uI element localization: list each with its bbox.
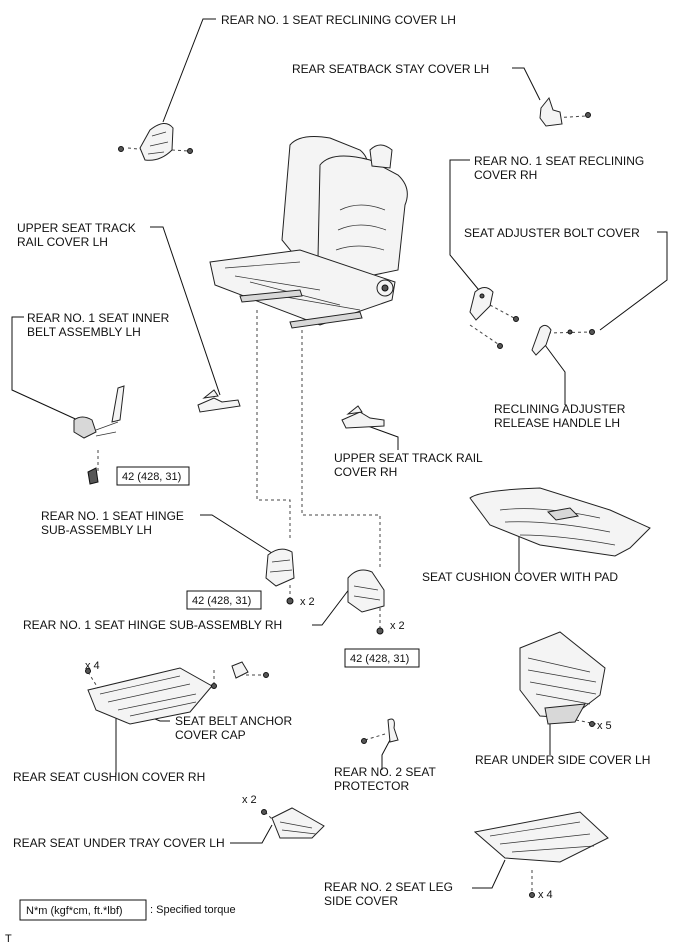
label-upper-seat-track-rail-cover-rh-line1: UPPER SEAT TRACK RAIL xyxy=(334,451,483,465)
label-reclining-adjuster-handle-line1: RECLINING ADJUSTER xyxy=(494,402,626,416)
release-handle-part xyxy=(531,324,595,356)
cushion-cover-rh-part xyxy=(85,667,217,725)
hinge-lh-part xyxy=(265,548,295,605)
label-rear-no2-leg-side-cover-line1: REAR NO. 2 SEAT LEG xyxy=(324,880,453,894)
label-upper-seat-track-rail-cover-lh-line2: RAIL COVER LH xyxy=(17,235,108,249)
torque-value-belt: 42 (428, 31) xyxy=(122,471,181,483)
label-rear-no1-inner-belt-lh-line2: BELT ASSEMBLY LH xyxy=(27,325,141,339)
torque-box-belt: 42 (428, 31) xyxy=(116,466,190,486)
label-rear-seat-under-tray-lh: REAR SEAT UNDER TRAY COVER LH xyxy=(13,836,225,850)
label-seat-adjuster-bolt-cover: SEAT ADJUSTER BOLT COVER xyxy=(464,226,640,240)
leader-lines xyxy=(11,18,668,889)
qty-hinge-rh: x 2 xyxy=(390,620,405,632)
label-rear-under-side-cover-lh: REAR UNDER SIDE COVER LH xyxy=(475,753,650,767)
label-upper-seat-track-rail-cover-lh-line1: UPPER SEAT TRACK xyxy=(17,221,136,235)
label-reclining-adjuster-handle-line2: RELEASE HANDLE LH xyxy=(494,416,620,430)
inner-belt-part xyxy=(73,385,125,485)
seat-assembly xyxy=(209,136,408,329)
label-rear-seatback-stay-cover-lh: REAR SEATBACK STAY COVER LH xyxy=(292,62,489,76)
torque-value-hinge-rh: 42 (428, 31) xyxy=(350,653,409,665)
qty-under-tray: x 2 xyxy=(242,794,257,806)
label-seat-cushion-cover-pad: SEAT CUSHION COVER WITH PAD xyxy=(422,570,618,584)
legend: N*m (kgf*cm, ft.*lbf) : Specified torque xyxy=(19,899,236,921)
torque-box-hinge-lh: 42 (428, 31) xyxy=(186,590,262,610)
label-upper-seat-track-rail-cover-rh-line2: COVER RH xyxy=(334,465,397,479)
label-rear-no2-leg-side-cover-line2: SIDE COVER xyxy=(324,894,398,908)
legend-text: : Specified torque xyxy=(150,904,236,916)
label-rear-no1-inner-belt-lh-line1: REAR NO. 1 SEAT INNER xyxy=(27,311,170,325)
label-seat-belt-anchor-cap-line1: SEAT BELT ANCHOR xyxy=(175,714,292,728)
label-rear-seat-cushion-cover-rh: REAR SEAT CUSHION COVER RH xyxy=(13,770,205,784)
label-rear-no2-protector-line2: PROTECTOR xyxy=(334,779,409,793)
label-rear-no1-reclining-cover-lh: REAR NO. 1 SEAT RECLINING COVER LH xyxy=(221,13,456,27)
label-rear-no2-protector-line1: REAR NO. 2 SEAT xyxy=(334,765,436,779)
under-tray-cover-part xyxy=(261,807,325,839)
seat-cushion-part xyxy=(469,487,651,557)
anchor-cover-cap-part xyxy=(231,661,269,679)
reclining-cover-rh-part xyxy=(469,287,519,349)
torque-box-hinge-rh: 42 (428, 31) xyxy=(344,648,420,668)
legend-unit: N*m (kgf*cm, ft.*lbf) xyxy=(26,905,123,917)
track-rail-cover-rh-part xyxy=(341,405,385,429)
hinge-rh-part xyxy=(347,569,385,635)
track-rail-cover-lh-part xyxy=(197,389,241,413)
label-rear-no1-hinge-rh: REAR NO. 1 SEAT HINGE SUB-ASSEMBLY RH xyxy=(23,618,282,632)
torque-value-hinge-lh: 42 (428, 31) xyxy=(192,595,251,607)
label-rear-no1-reclining-cover-rh-line1: REAR NO. 1 SEAT RECLINING xyxy=(474,154,644,168)
under-side-cover-part xyxy=(519,631,606,727)
qty-hinge-lh: x 2 xyxy=(300,596,315,608)
label-rear-no1-hinge-lh-line1: REAR NO. 1 SEAT HINGE xyxy=(41,509,184,523)
reclining-cover-lh-part xyxy=(118,123,193,161)
seatback-stay-cover-part xyxy=(539,96,591,127)
label-rear-no1-reclining-cover-rh-line2: COVER RH xyxy=(474,168,537,182)
seat-protector-part xyxy=(361,718,399,744)
corner-mark: T xyxy=(5,933,12,945)
label-seat-belt-anchor-cap-line2: COVER CAP xyxy=(175,728,246,742)
assembly-guide-lines xyxy=(87,115,597,893)
qty-leg-cover: x 4 xyxy=(538,889,553,901)
qty-under-side: x 5 xyxy=(597,720,612,732)
label-rear-no1-hinge-lh-line2: SUB-ASSEMBLY LH xyxy=(41,523,152,537)
leg-side-cover-part xyxy=(473,811,609,898)
